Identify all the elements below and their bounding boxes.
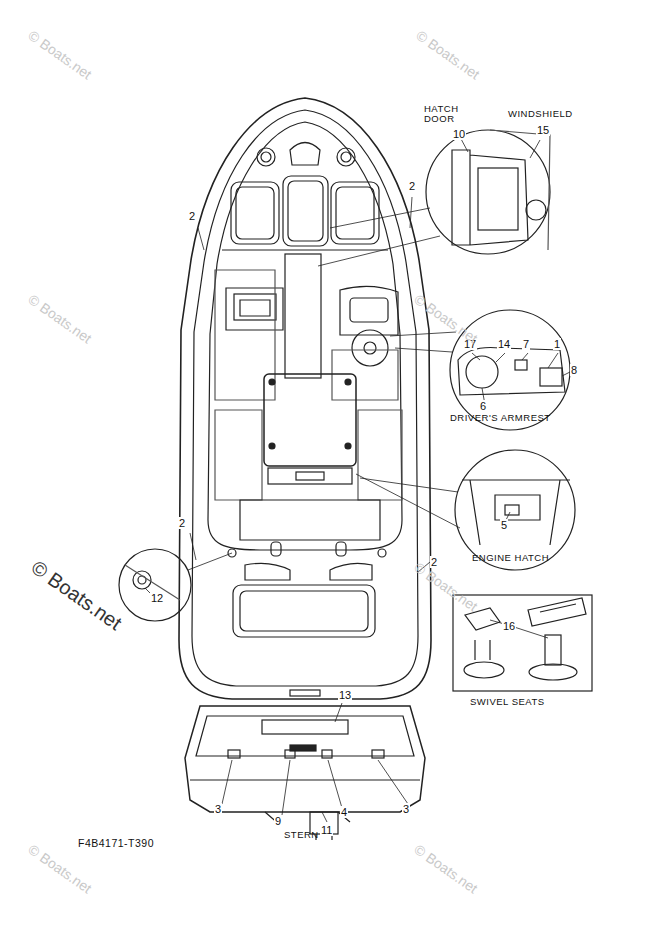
watermark: © Boats.net bbox=[413, 28, 482, 83]
callout-number: 4 bbox=[340, 806, 348, 818]
callout-number: 12 bbox=[150, 592, 164, 604]
part-caption: ENGINE HATCH bbox=[472, 553, 549, 563]
part-caption: WINDSHIELD bbox=[508, 109, 573, 119]
watermark: © Boats.net bbox=[25, 28, 94, 83]
callout-number: 16 bbox=[502, 620, 516, 632]
callout-number: 3 bbox=[214, 803, 222, 815]
watermark: © Boats.net bbox=[25, 292, 94, 347]
callout-number: 2 bbox=[188, 210, 196, 222]
callout-number: 13 bbox=[338, 689, 352, 701]
callout-number: 10 bbox=[452, 128, 466, 140]
callout-number: 7 bbox=[522, 338, 530, 350]
callout-number: 2 bbox=[430, 556, 438, 568]
part-caption: F4B4171-T390 bbox=[78, 838, 154, 850]
callout-number: 2 bbox=[178, 517, 186, 529]
callout-number: 3 bbox=[402, 803, 410, 815]
part-caption: STERN bbox=[284, 830, 319, 840]
watermark: © Boats.net bbox=[27, 556, 125, 634]
part-caption: SWIVEL SEATS bbox=[470, 697, 545, 707]
callout-number: 11 bbox=[320, 824, 333, 836]
watermark: © Boats.net bbox=[25, 842, 94, 897]
callout-number: 14 bbox=[497, 338, 511, 350]
callout-number: 2 bbox=[408, 180, 416, 192]
callout-number: 1 bbox=[553, 338, 561, 350]
callout-number: 9 bbox=[274, 815, 282, 827]
part-caption: HATCH DOOR bbox=[424, 104, 466, 125]
callout-number: 5 bbox=[500, 519, 508, 531]
callout-number: 6 bbox=[479, 400, 487, 412]
watermark: © Boats.net bbox=[411, 560, 480, 615]
watermark: © Boats.net bbox=[411, 292, 480, 347]
watermark: © Boats.net bbox=[411, 842, 480, 897]
callout-number: 15 bbox=[536, 124, 550, 136]
callout-number: 8 bbox=[570, 364, 578, 376]
part-caption: DRIVER'S ARMREST bbox=[450, 413, 551, 423]
